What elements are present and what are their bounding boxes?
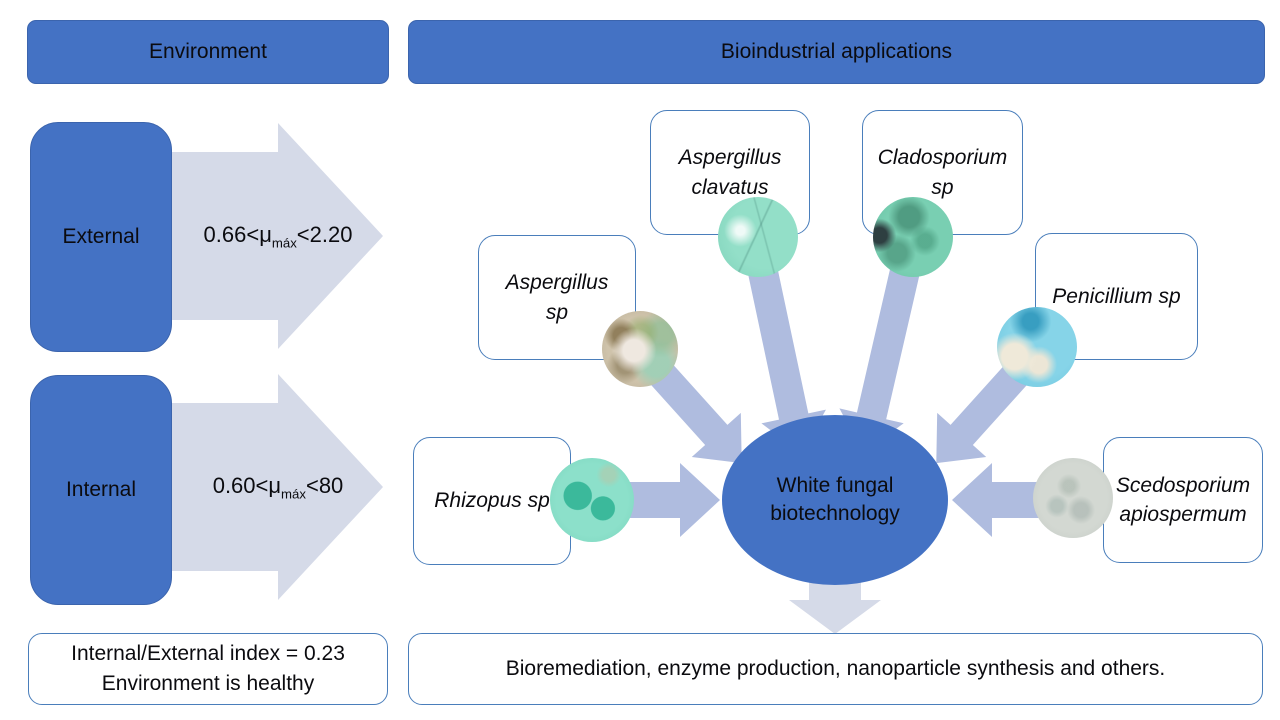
internal-box: Internal [30, 375, 172, 605]
species-name: Aspergillus clavatus [678, 146, 782, 199]
species-name: Penicillium sp [1052, 284, 1181, 308]
index-value-line: Internal/External index = 0.23 [71, 641, 345, 665]
bioindustrial-applications-label: Bioindustrial applications [720, 40, 953, 63]
environment-status-line: Environment is healthy [101, 672, 315, 695]
bioindustrial-applications-header: Bioindustrial applications [408, 20, 1265, 84]
internal-rate-subscript: máx [281, 486, 306, 502]
applications-box: Bioremediation, enzyme production, nanop… [408, 633, 1263, 705]
species-name: Scedosporium apiospermum [1115, 473, 1251, 526]
species-name: Aspergillus sp [505, 271, 609, 324]
micrograph-aspergillus-sp [602, 311, 678, 387]
hub-label: White fungal biotechnology [770, 473, 900, 525]
internal-rate-suffix: <80 [305, 473, 344, 498]
species-box-scedosporium-apiospermum: Scedosporium apiospermum [1103, 437, 1263, 563]
internal-growth-rate: 0.60<μmáx<80 [178, 473, 378, 502]
external-rate-suffix: <2.20 [296, 222, 353, 247]
white-fungal-biotechnology-hub: White fungal biotechnology [722, 415, 948, 585]
applications-text: Bioremediation, enzyme production, nanop… [505, 656, 1166, 680]
species-name: Rhizopus sp [434, 489, 550, 513]
micrograph-aspergillus-clavatus [718, 197, 798, 277]
micrograph-cladosporium-sp [873, 197, 953, 277]
species-name: Cladosporium sp [877, 146, 1008, 199]
environment-header-label: Environment [149, 40, 267, 63]
external-growth-rate: 0.66<μmáx<2.20 [178, 222, 378, 251]
micrograph-rhizopus-sp [550, 458, 634, 542]
external-rate-subscript: máx [271, 235, 297, 251]
environment-header: Environment [27, 20, 389, 84]
internal-box-label: Internal [65, 478, 137, 501]
species-box-rhizopus-sp: Rhizopus sp [413, 437, 571, 565]
micrograph-scedosporium-apiospermum [1033, 458, 1113, 538]
environment-index-box: Internal/External index = 0.23 Environme… [28, 633, 388, 705]
external-box-label: External [62, 225, 140, 248]
external-box: External [30, 122, 172, 352]
micrograph-penicillium-sp [997, 307, 1077, 387]
external-rate-prefix: 0.66<μ [203, 222, 272, 247]
internal-rate-prefix: 0.60<μ [212, 473, 282, 498]
